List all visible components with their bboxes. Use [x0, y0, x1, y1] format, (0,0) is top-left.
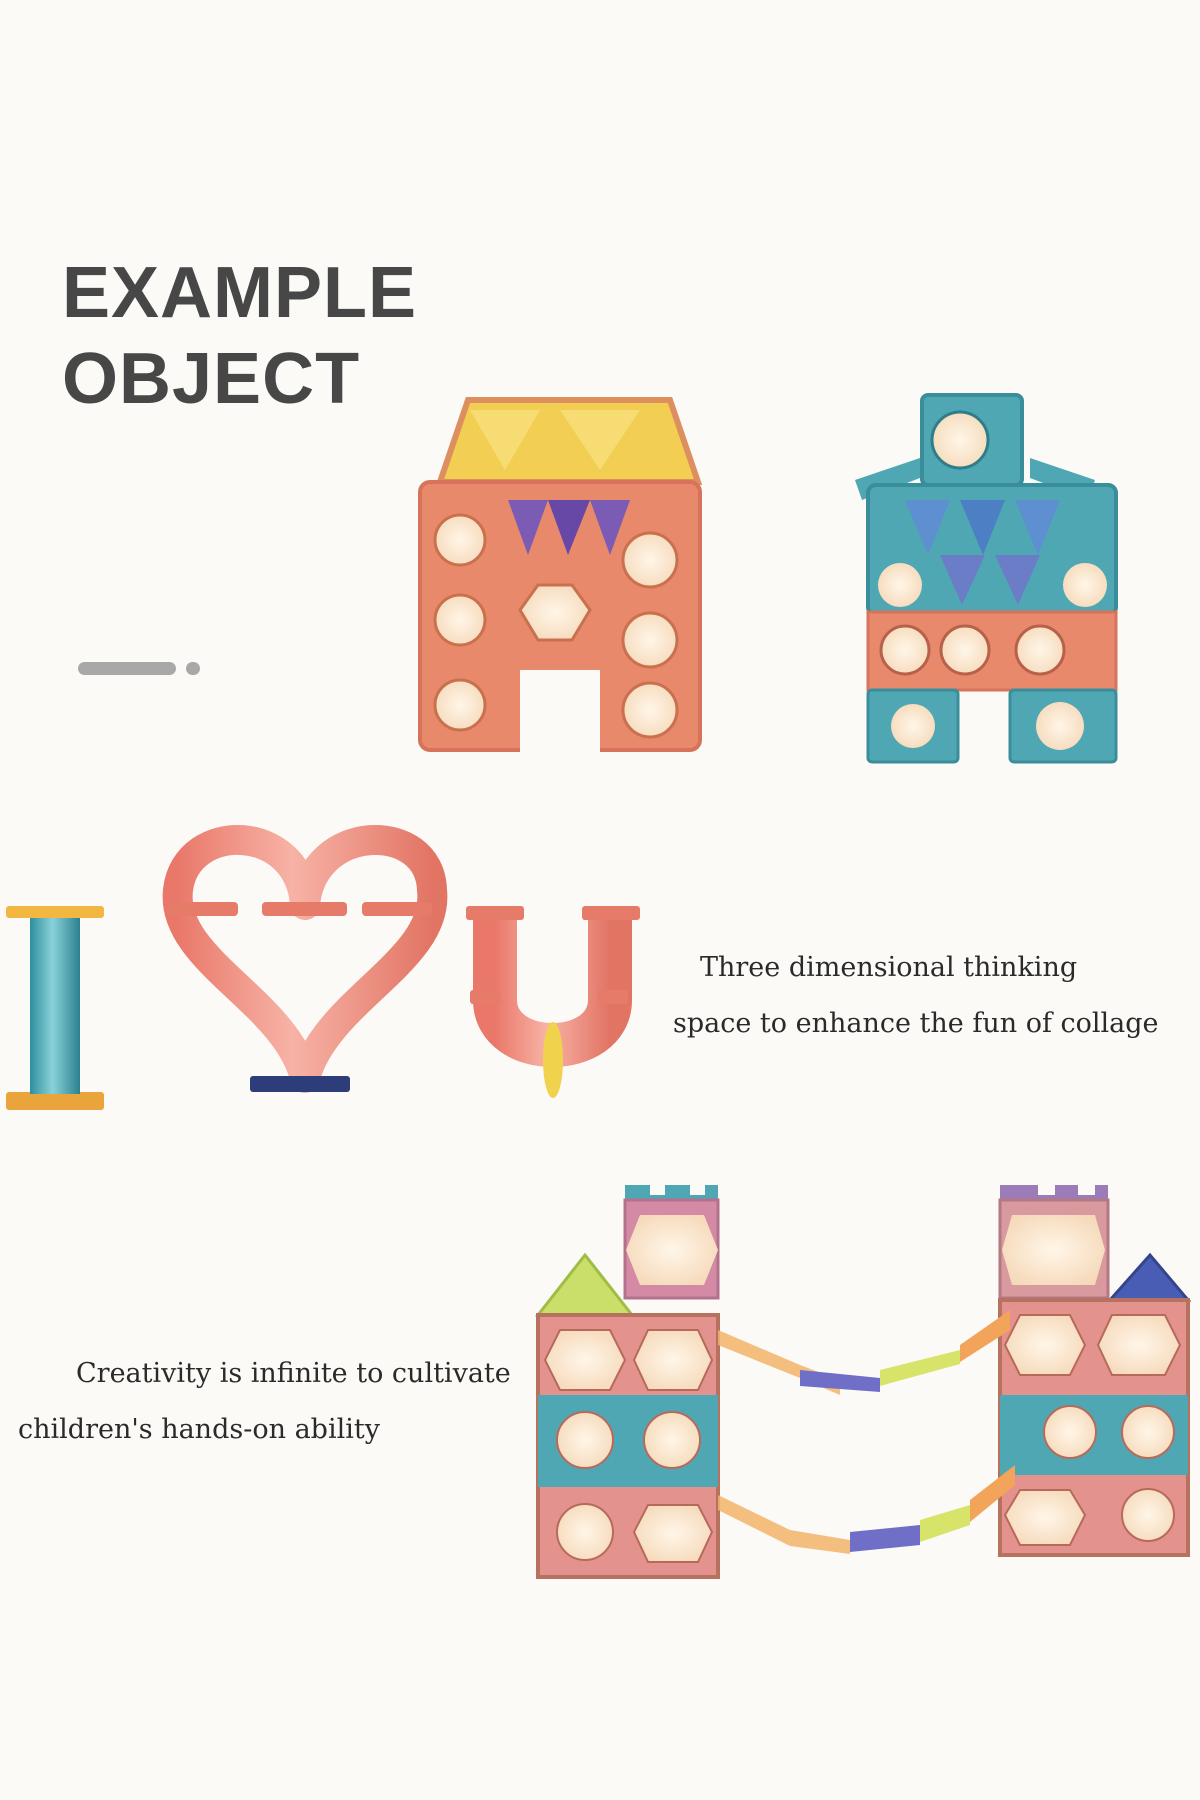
caption-three-dimensional-line-2: space to enhance the fun of collage — [673, 1008, 1159, 1039]
letter-u-tube-illustration — [466, 906, 640, 1098]
carousel-inactive-dot[interactable] — [186, 662, 200, 675]
caption-three-dimensional: Three dimensional thinking space to enha… — [673, 940, 1159, 1052]
house-figure-illustration — [418, 397, 703, 754]
carousel-active-dot[interactable] — [78, 662, 176, 675]
caption-creativity-line-1: Creativity is infinite to cultivate — [76, 1358, 511, 1389]
robot-figure-illustration — [855, 393, 1118, 764]
caption-creativity: Creativity is infinite to cultivate chil… — [18, 1346, 511, 1458]
caption-creativity-line-2: children's hands-on ability — [18, 1414, 380, 1445]
castle-marble-run-illustration — [534, 1185, 1192, 1579]
heart-tube-illustration — [162, 824, 448, 1093]
headline: EXAMPLE OBJECT — [62, 250, 417, 422]
letter-i-tube-illustration — [6, 906, 104, 1110]
headline-line-1: EXAMPLE — [62, 253, 418, 333]
headline-line-2: OBJECT — [62, 339, 361, 419]
caption-three-dimensional-line-1: Three dimensional thinking — [700, 952, 1078, 983]
